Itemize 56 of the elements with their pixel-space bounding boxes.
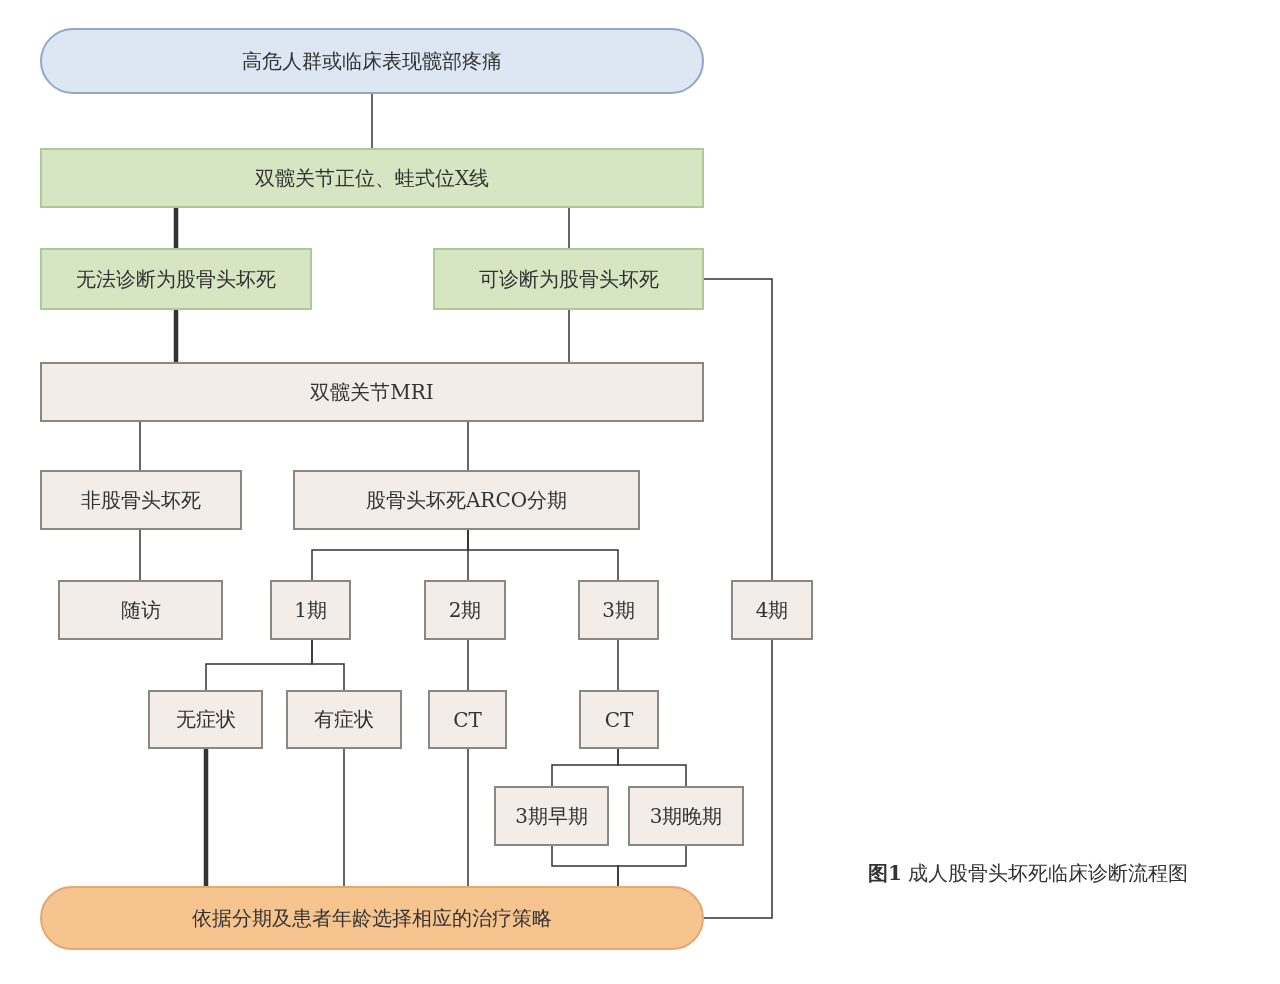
- connector-line: [371, 93, 373, 149]
- connector-line: [139, 421, 141, 471]
- connector-line: [617, 748, 687, 787]
- process-box: [433, 248, 704, 310]
- connector-line: [139, 529, 141, 581]
- node-text: 股骨头坏死ARCO分期: [365, 486, 568, 514]
- node-text: CT: [604, 707, 634, 732]
- connector-line: [173, 310, 179, 362]
- connector-line: [173, 208, 179, 248]
- node-text: 3期: [602, 596, 635, 624]
- node-text: 双髋关节正位、蛙式位X线: [254, 164, 490, 192]
- process-box: [424, 580, 506, 640]
- node-text: 随访: [120, 596, 161, 624]
- process-box: [293, 470, 640, 530]
- node-text: 3期早期: [515, 802, 588, 830]
- connector-line: [617, 639, 619, 691]
- process-box: [148, 690, 263, 749]
- process-box: [286, 690, 402, 749]
- figure-caption: 图1 成人股骨头坏死临床诊断流程图: [868, 860, 1189, 887]
- node-text: 高危人群或临床表现髋部疼痛: [242, 47, 502, 75]
- process-box: [40, 248, 312, 310]
- node-text: 4期: [755, 596, 789, 624]
- node-text: 3期晚期: [649, 802, 723, 830]
- node-text: 有症状: [314, 706, 374, 733]
- process-box: [270, 580, 351, 640]
- connector-line: [203, 749, 209, 886]
- node-text: CT: [453, 707, 482, 732]
- process-box: [494, 786, 609, 846]
- process-box: [40, 470, 242, 530]
- process-box: [731, 580, 813, 640]
- process-box: [40, 148, 704, 208]
- connector-line: [467, 421, 469, 471]
- process-box: [58, 580, 223, 640]
- connector-line: [467, 748, 469, 887]
- node-text: 无症状: [175, 706, 236, 733]
- connector-line: [467, 639, 469, 691]
- node-text: 双髋关节MRI: [310, 378, 434, 406]
- connector-line: [568, 309, 570, 363]
- node-text: 依据分期及患者年龄选择相应的治疗策略: [192, 904, 552, 932]
- connector-line: [467, 529, 619, 581]
- connector-line: [568, 207, 570, 249]
- connector-line: [703, 639, 773, 919]
- process-box: [628, 786, 744, 846]
- process-box: [428, 690, 507, 749]
- process-box: [40, 362, 704, 422]
- node-text: 可诊断为股骨头坏死: [478, 265, 659, 293]
- connector-line: [311, 639, 345, 691]
- process-box: [578, 580, 659, 640]
- node-text: 无法诊断为股骨头坏死: [76, 265, 276, 293]
- process-box: [579, 690, 659, 749]
- node-text: 非股骨头坏死: [81, 486, 201, 514]
- connector-line: [703, 278, 773, 581]
- node-text: 2期: [448, 596, 482, 624]
- node-text: 1期: [294, 596, 327, 624]
- connector-line: [617, 845, 687, 887]
- connector-line: [343, 748, 345, 887]
